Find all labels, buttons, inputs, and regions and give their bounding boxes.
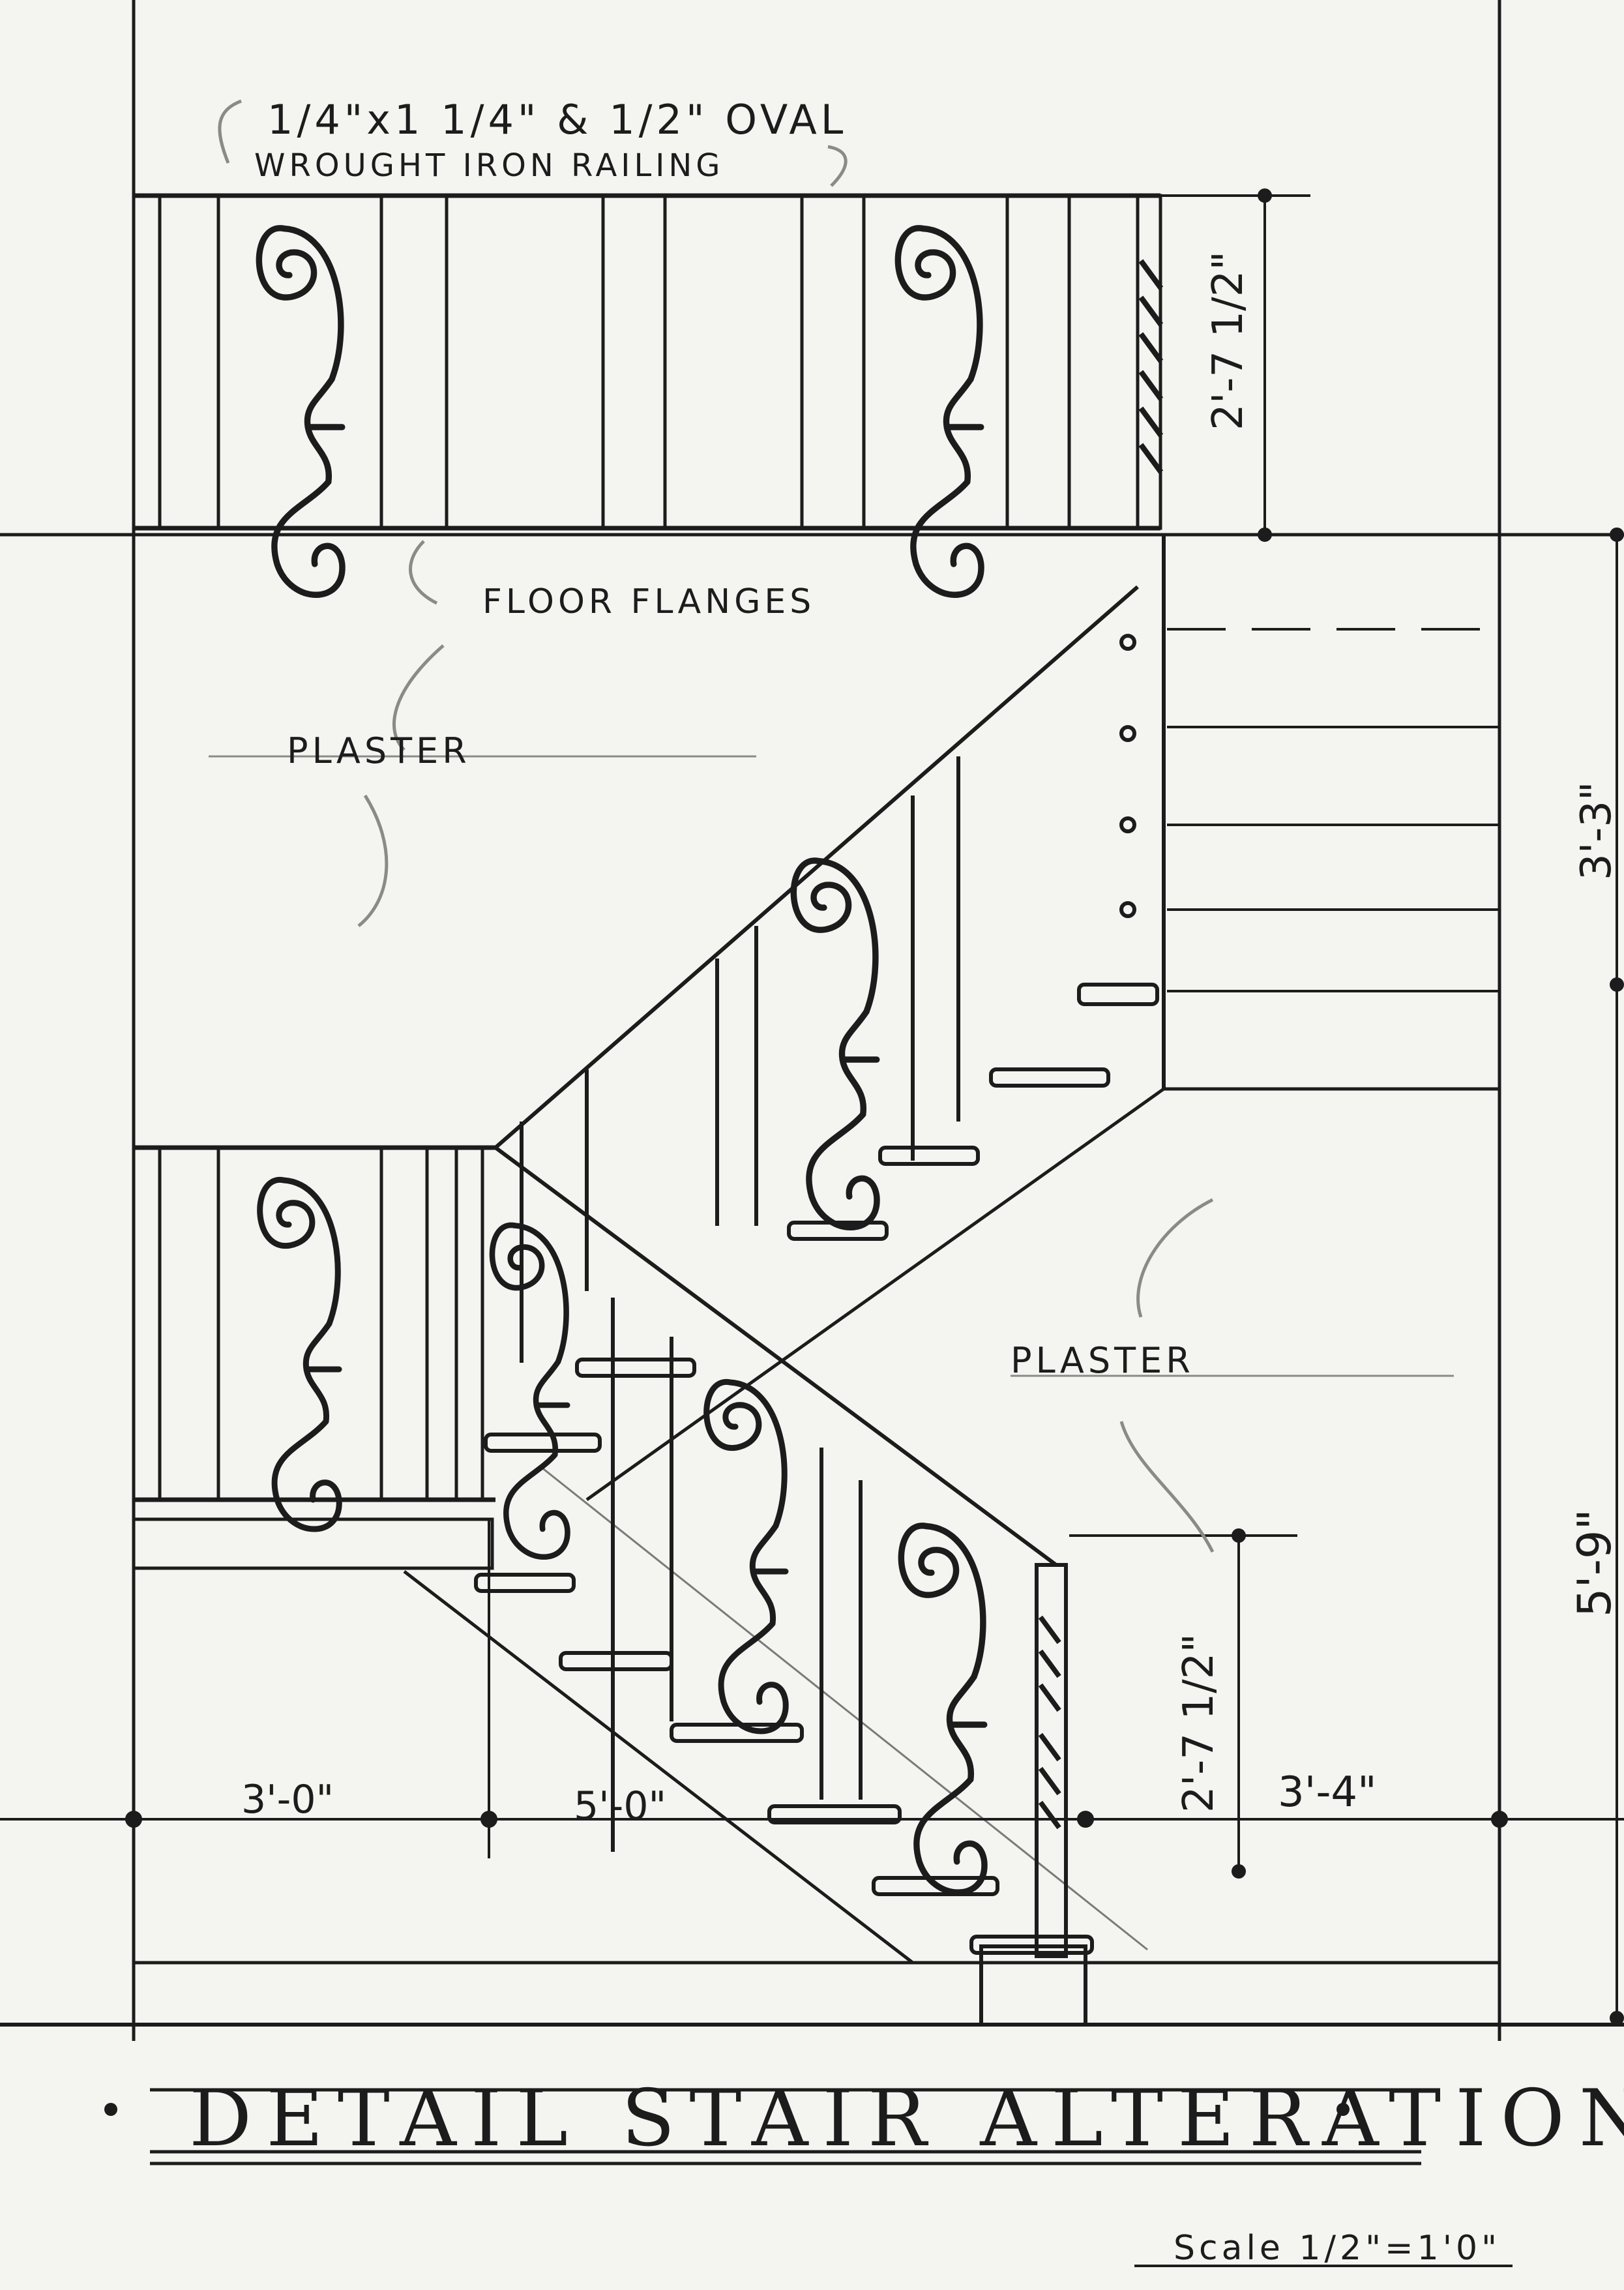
mid-flight-scroll: [793, 861, 877, 1227]
dim-right-upper: 3'-3": [1572, 781, 1621, 880]
pencil-leaders: [209, 99, 1454, 1553]
right-wall-treads: [1167, 628, 1499, 992]
lower-flight-scroll-2: [707, 1382, 786, 1731]
lower-newel-twist-2: [1041, 1734, 1059, 1828]
frame-lines: [0, 0, 1624, 2041]
dim-upper-rail-height: 2'-7 1/2": [1204, 251, 1252, 430]
plaster-note-upper: PLASTER: [287, 730, 471, 771]
upper-right-scroll: [898, 228, 981, 595]
dim-bottom-right: 3'-4": [1278, 1768, 1377, 1817]
lower-left-railing: [132, 1145, 495, 1570]
upper-railing: [134, 193, 1162, 531]
lower-flight-scroll-1: [492, 1225, 567, 1557]
dim-lower-rail-height: 2'-7 1/2": [1175, 1633, 1223, 1813]
lower-flight-scroll-3: [901, 1526, 984, 1892]
upper-flight: [494, 535, 1499, 1502]
dim-bottom-left: 3'-0": [241, 1777, 334, 1822]
upper-newel-twist-2: [1141, 372, 1161, 472]
lower-flight: [403, 1146, 1148, 2027]
dim-bottom-mid: 5'-0": [574, 1783, 666, 1829]
title-bullet-left: [104, 2103, 117, 2116]
drawing-title: DETAIL STAIR ALTERATION: [189, 2074, 1624, 2164]
railing-note-line2: WROUGHT IRON RAILING: [254, 147, 724, 184]
upper-left-scroll: [259, 228, 342, 595]
upper-newel-twist: [1141, 261, 1161, 361]
floor-flanges-note: FLOOR FLANGES: [482, 582, 815, 621]
dim-right-lower: 5'-9": [1568, 1509, 1621, 1617]
scale-note: Scale 1/2"=1'0": [1174, 2229, 1501, 2268]
lower-left-scroll: [260, 1180, 340, 1529]
title-rules: [150, 2088, 1421, 2165]
dimension-lines: [0, 188, 1624, 2025]
lower-newel-twist-1: [1041, 1617, 1059, 1710]
plaster-note-lower: PLASTER: [1011, 1340, 1194, 1381]
title-bullet-right: [1336, 2103, 1350, 2116]
railing-note-line1: 1/4"x1 1/4" & 1/2" OVAL: [267, 96, 847, 143]
